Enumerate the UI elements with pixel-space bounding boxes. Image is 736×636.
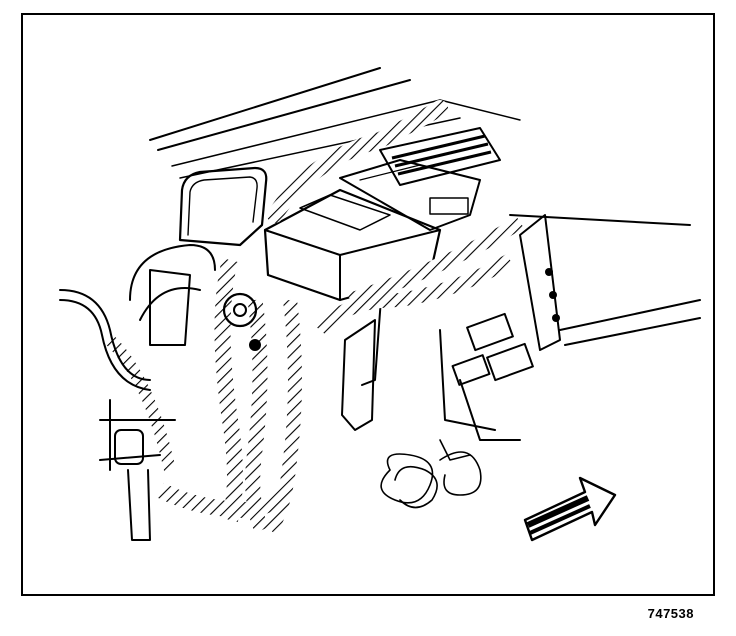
ground-terminal — [222, 292, 261, 351]
front-arrow-icon — [523, 476, 617, 542]
control-module — [339, 159, 481, 231]
left-mount-bracket — [99, 399, 176, 541]
wiring-harness-conduit — [105, 100, 524, 535]
harness-connectors — [439, 312, 534, 441]
cowl-panel — [149, 67, 521, 179]
figure-id-label: 747538 — [647, 606, 694, 621]
harness-bracket — [341, 319, 376, 431]
loose-wire-bundle — [380, 439, 482, 509]
right-mount-bracket — [509, 214, 701, 351]
left-hoses — [59, 244, 216, 391]
cowl-vent-grille — [379, 127, 501, 186]
washer-reservoir — [178, 166, 268, 247]
